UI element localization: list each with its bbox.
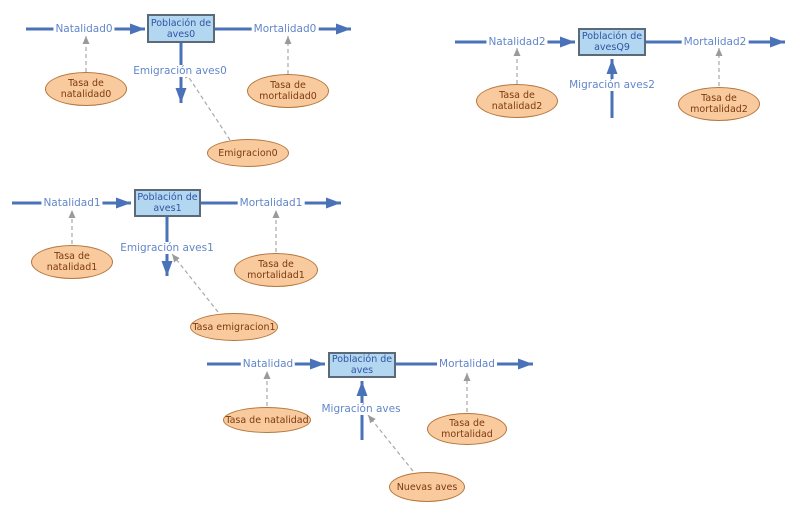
flow-label-mortalidad2[interactable]: Mortalidad2: [681, 36, 749, 48]
aux-label-line2: mortalidad2: [690, 104, 748, 115]
flow-label-mortalidad[interactable]: Mortalidad: [437, 358, 497, 370]
flow-label-migracion-aves2[interactable]: Migración aves2: [567, 79, 657, 91]
stock-poblacion-aves[interactable]: Población de aves: [328, 352, 396, 378]
aux-tasa-mortalidad2[interactable]: Tasa de mortalidad2: [678, 87, 760, 121]
stock-label-line1: Población de: [331, 354, 393, 365]
influence-nuevas-aves[interactable]: [367, 414, 414, 472]
flow-label-natalidad0[interactable]: Natalidad0: [53, 23, 115, 35]
flow-label-natalidad[interactable]: Natalidad: [240, 358, 296, 370]
aux-label-line2: natalidad0: [60, 89, 112, 100]
stock-poblacion-avesq9[interactable]: Población de avesQ9: [578, 28, 646, 56]
stock-label-line1: Población de: [581, 31, 643, 42]
stock-label-line2: aves0: [166, 28, 196, 40]
stock-poblacion-aves1[interactable]: Población de aves1: [134, 189, 201, 217]
aux-label-line1: Tasa de natalidad: [225, 414, 309, 426]
aux-tasa-mortalidad1[interactable]: Tasa de mortalidad1: [234, 253, 318, 287]
aux-label-line2: mortalidad1: [247, 270, 305, 281]
flow-label-emigracion-aves1[interactable]: Emigración aves1: [118, 242, 216, 254]
flow-label-mortalidad1[interactable]: Mortalidad1: [237, 197, 305, 209]
aux-label-line1: Emigracion0: [218, 147, 278, 159]
aux-nuevas-aves[interactable]: Nuevas aves: [389, 472, 465, 502]
aux-tasa-mortalidad0[interactable]: Tasa de mortalidad0: [247, 74, 329, 108]
aux-label-line1: Tasa de: [270, 80, 306, 91]
influence-tasa-emigracion1[interactable]: [171, 253, 219, 313]
flow-label-emigracion-aves0[interactable]: Emigración aves0: [131, 65, 229, 77]
aux-label-line1: Tasa de: [258, 259, 294, 270]
aux-tasa-emigracion1[interactable]: Tasa emigracion1: [190, 313, 278, 341]
aux-tasa-natalidad1[interactable]: Tasa de natalidad1: [31, 245, 113, 279]
aux-label-line2: natalidad2: [491, 101, 543, 112]
stock-poblacion-aves0[interactable]: Población de aves0: [147, 14, 215, 43]
aux-label-line1: Tasa de: [449, 418, 485, 429]
aux-tasa-natalidad2[interactable]: Tasa de natalidad2: [476, 84, 558, 118]
influence-emigracion0[interactable]: [183, 69, 231, 141]
aux-label-line1: Tasa emigracion1: [192, 321, 276, 333]
stock-label-line2: aves1: [153, 203, 182, 214]
aux-label-line1: Tasa de: [499, 90, 535, 101]
aux-label-line1: Tasa de: [54, 251, 90, 262]
aux-label-line1: Tasa de: [68, 78, 104, 89]
aux-tasa-natalidad0[interactable]: Tasa de natalidad0: [45, 72, 127, 106]
flow-label-natalidad1[interactable]: Natalidad1: [41, 197, 103, 209]
flow-label-natalidad2[interactable]: Natalidad2: [486, 36, 548, 48]
aux-label-line1: Nuevas aves: [396, 481, 458, 493]
aux-emigracion0[interactable]: Emigracion0: [207, 139, 289, 167]
aux-label-line2: mortalidad0: [259, 91, 317, 102]
aux-tasa-mortalidad[interactable]: Tasa de mortalidad: [427, 413, 507, 445]
aux-label-line1: Tasa de: [701, 93, 737, 104]
stock-label-line2: aves: [350, 365, 374, 376]
aux-label-line2: mortalidad: [441, 429, 493, 440]
flow-label-mortalidad0[interactable]: Mortalidad0: [251, 23, 319, 35]
stock-label-line2: avesQ9: [594, 42, 630, 53]
flow-label-migracion-aves[interactable]: Migración aves: [319, 403, 403, 415]
aux-label-line2: natalidad1: [46, 262, 98, 273]
stock-label-line1: Población de: [150, 17, 212, 29]
aux-tasa-natalidad[interactable]: Tasa de natalidad: [223, 407, 311, 433]
stock-label-line1: Población de: [137, 192, 198, 203]
